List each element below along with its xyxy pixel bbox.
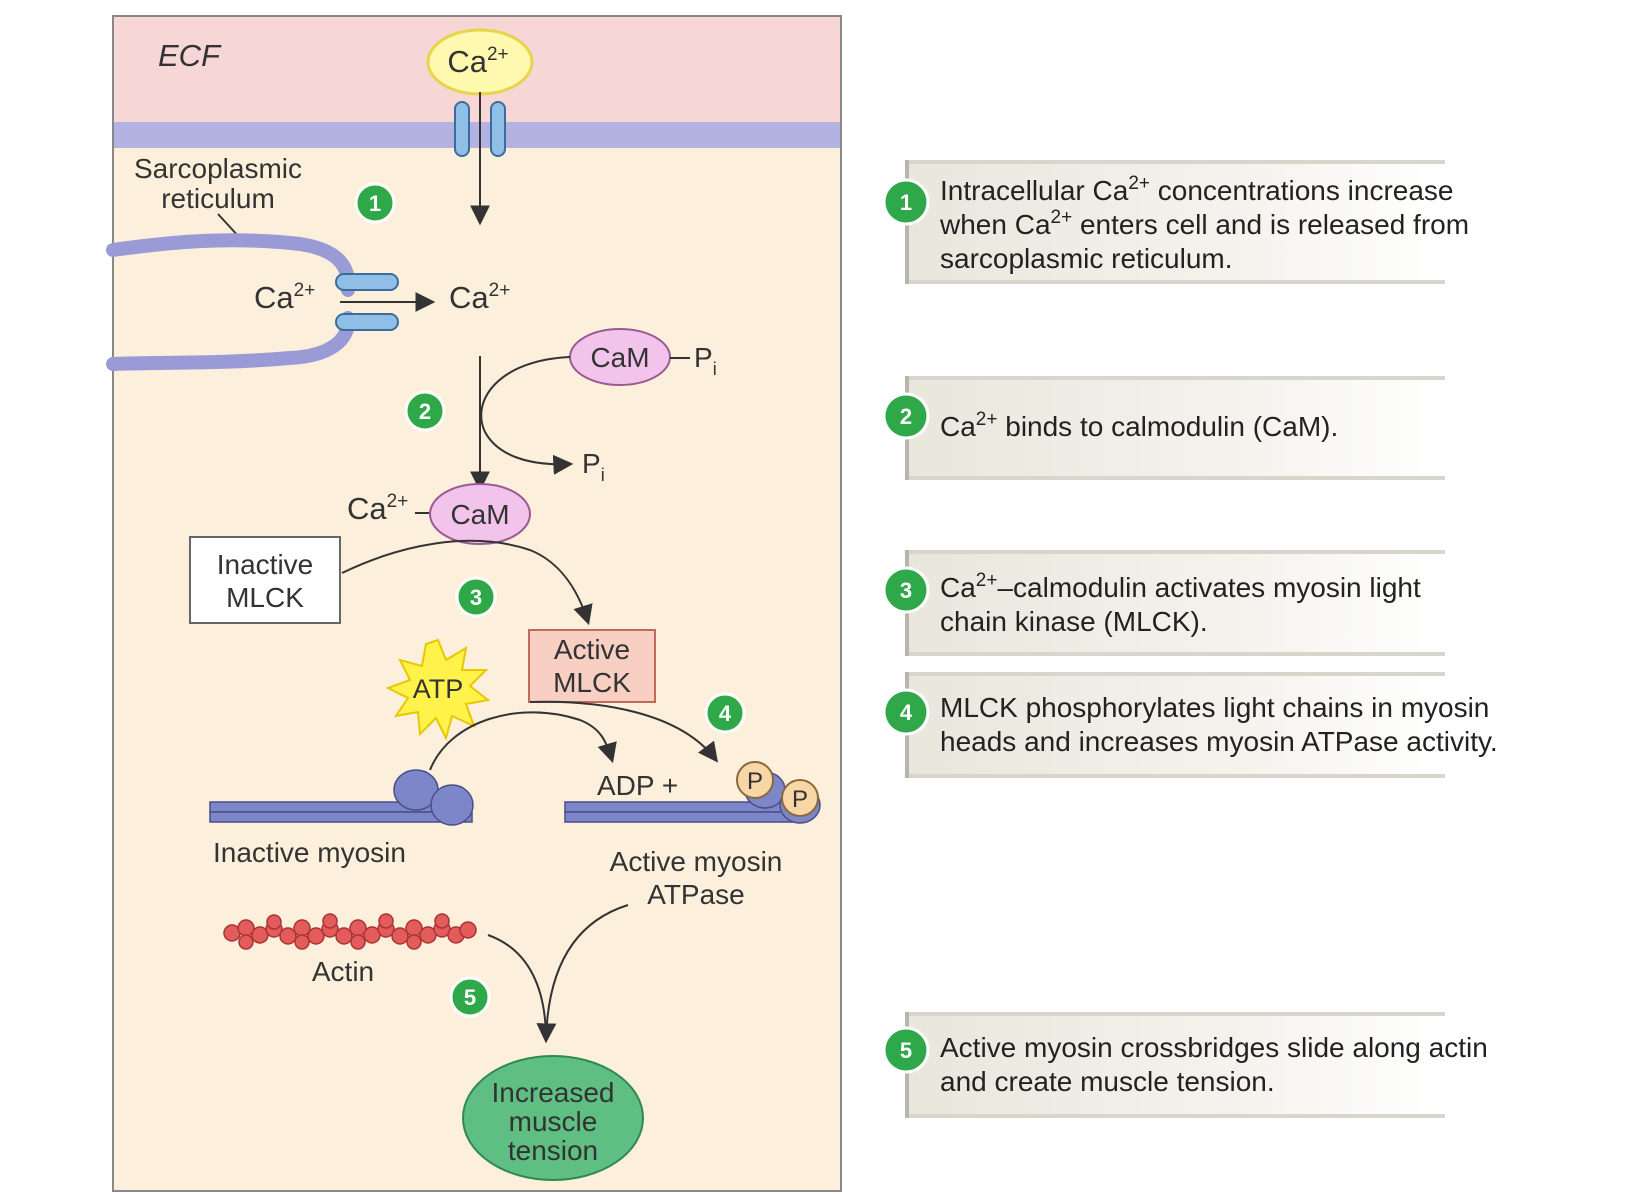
sr-calcium-label: Ca2+ — [254, 280, 315, 315]
svg-text:4: 4 — [719, 701, 732, 726]
cell-border — [112, 15, 842, 1192]
membrane-channel-right — [490, 101, 506, 157]
diagram-step-4-badge: 4 — [704, 692, 746, 734]
step-5-text: Active myosin crossbridges slide along a… — [940, 1032, 1496, 1097]
mlck-activation-arrow — [341, 539, 593, 626]
adp-label: ADP + — [597, 770, 678, 801]
sarcoplasmic-reticulum — [106, 233, 356, 371]
svg-text:5: 5 — [464, 985, 476, 1010]
step-3-text: Ca2+–calmodulin activates myosin light c… — [940, 570, 1429, 637]
sr-channel-bottom — [335, 313, 399, 331]
step-box-3: 3 Ca2+–calmodulin activates myosin light… — [882, 550, 1445, 656]
inactive-myosin — [209, 769, 474, 826]
step-4-text: MLCK phosphorylates light chains in myos… — [940, 692, 1498, 757]
step-box-4: 4 MLCK phosphorylates light chains in my… — [882, 672, 1498, 778]
atp-to-adp-arrow — [429, 711, 617, 771]
phosphate-group-2: P — [781, 779, 819, 817]
calcium-cam-ca-label: Ca2+ — [347, 491, 408, 526]
extracellular-calcium-label: Ca2+ — [447, 44, 508, 79]
actin-filament — [223, 913, 477, 950]
step-box-5: 5 Active myosin crossbridges slide along… — [882, 1012, 1496, 1118]
calcium-cam-label: CaM — [450, 499, 509, 530]
actin-label: Actin — [312, 956, 374, 987]
atp-label: ATP — [413, 674, 464, 704]
ecf-label: ECF — [158, 38, 222, 73]
myosin-to-tension-arrow — [536, 904, 629, 1044]
diagram-step-1-badge: 1 — [354, 182, 396, 224]
svg-text:1: 1 — [369, 191, 381, 216]
tension-oval — [462, 1055, 644, 1181]
pi-release-arrow — [480, 356, 574, 475]
bound-pi-label: Pi — [694, 342, 717, 379]
cytosolic-calcium-label: Ca2+ — [449, 280, 510, 315]
step-4-number: 4 — [900, 700, 913, 725]
step-1-number: 1 — [900, 190, 912, 215]
mlck-phosphorylation-arrow — [529, 700, 719, 763]
calcium-cam-oval — [429, 483, 531, 545]
svg-text:P: P — [747, 768, 763, 795]
step-box-1: 1 Intracellular Ca2+ concentrations incr… — [882, 160, 1477, 284]
active-mlck-box — [528, 629, 656, 703]
step-1-text: Intracellular Ca2+ concentrations increa… — [939, 173, 1477, 274]
inactive-mlck-box — [189, 536, 341, 624]
inactive-myosin-label: Inactive myosin — [213, 837, 406, 868]
cell-membrane — [113, 122, 841, 148]
cam-pi-label: CaM — [590, 342, 649, 373]
step-2-number: 2 — [900, 404, 912, 429]
step-3-number: 3 — [900, 578, 912, 603]
svg-text:2: 2 — [419, 399, 431, 424]
membrane-channel-left — [454, 101, 470, 157]
step-2-text: Ca2+ binds to calmodulin (CaM). — [940, 409, 1338, 442]
diagram-step-3-badge: 3 — [455, 576, 497, 618]
svg-text:3: 3 — [470, 585, 482, 610]
phosphate-group-1: P — [736, 761, 774, 799]
svg-text:P: P — [792, 786, 808, 813]
step-box-2: 2 Ca2+ binds to calmodulin (CaM). — [882, 376, 1445, 480]
atp-starburst — [385, 638, 491, 741]
diagram-step-2-badge: 2 — [404, 390, 446, 432]
sr-channel-top — [335, 273, 399, 291]
diagram-step-5-badge: 5 — [449, 976, 491, 1018]
released-pi-label: Pi — [582, 448, 605, 485]
step-5-number: 5 — [900, 1038, 912, 1063]
